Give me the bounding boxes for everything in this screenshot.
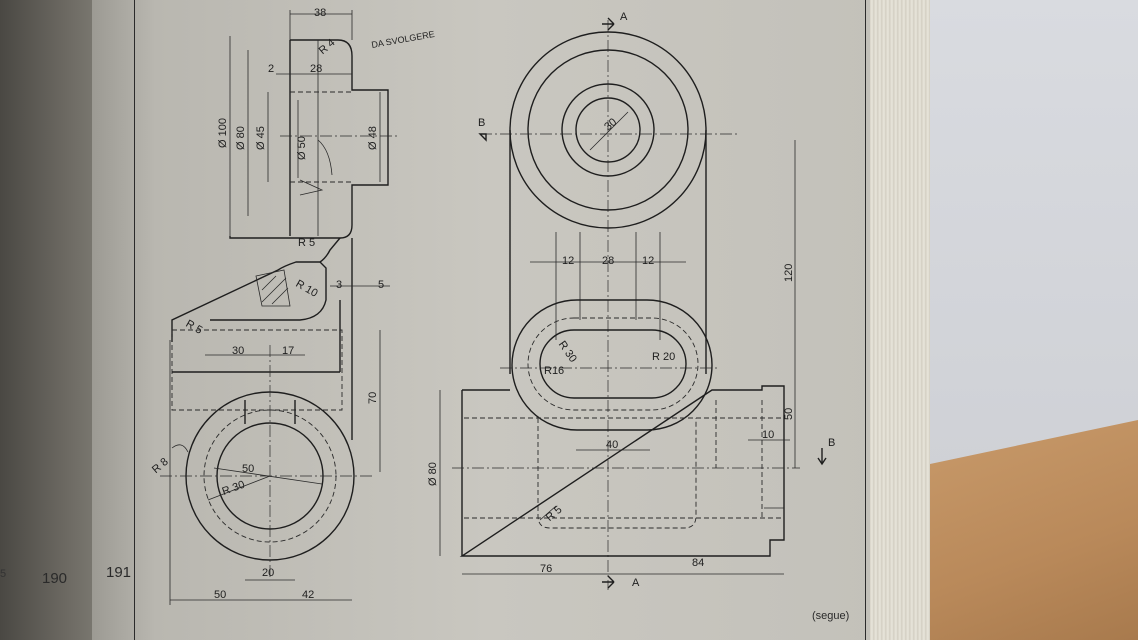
dim-20: 20	[262, 567, 274, 579]
section-mark-b-left: B	[478, 117, 485, 129]
dim-d30: 30	[602, 116, 619, 133]
base-outline	[459, 385, 785, 557]
base-hidden-pocket	[537, 418, 697, 529]
dim-120: 120	[783, 264, 795, 282]
dim-d100: Ø 100	[217, 118, 229, 148]
background-wall	[930, 0, 1138, 470]
dim-50-base: 50	[783, 408, 795, 420]
arm-inner	[210, 261, 327, 321]
dim-r50: 50	[242, 463, 254, 475]
section-mark-b-right: B	[828, 437, 835, 449]
dim-12-right: 12	[642, 255, 654, 267]
hidden-slot	[171, 329, 343, 411]
front-view: 30 12 28 12 120 R 30 R16 R 20 40 10 50 Ø…	[427, 11, 835, 590]
left-page	[0, 0, 100, 640]
arm-outline	[171, 237, 341, 342]
dim-r30-slot: R 30	[556, 339, 579, 365]
flange-outline	[229, 39, 389, 239]
dim-17: 17	[282, 345, 294, 357]
dim-84: 84	[692, 557, 704, 569]
dim-r16: R16	[544, 365, 564, 377]
dim-76: 76	[540, 563, 552, 575]
handwritten-note: DA SVOLGERE	[371, 29, 436, 50]
right-page-number: 191	[106, 564, 132, 581]
r5-leader	[539, 505, 557, 521]
dim-r30: R 30	[221, 479, 247, 498]
dim-d80-base: Ø 80	[427, 462, 439, 486]
dim-28-neck: 28	[602, 255, 614, 267]
left-page-number: 190	[42, 570, 68, 587]
chamfer-curve	[317, 139, 333, 176]
section-mark-a-top: A	[620, 11, 628, 23]
dim-r5-upper: R 5	[298, 237, 315, 249]
side-view: 38 R 4 2 28 Ø 100 Ø 80 Ø 45 Ø 50 Ø 48 R …	[150, 7, 435, 605]
dim-50: 50	[214, 589, 226, 601]
bore-hatching	[299, 179, 324, 196]
dim-30: 30	[232, 345, 244, 357]
dim-42: 42	[302, 589, 314, 601]
slot-hidden	[527, 317, 699, 411]
dim-r5-base: R 5	[544, 504, 565, 524]
dim-5: 5	[378, 279, 384, 291]
dim-d50: Ø 50	[296, 136, 308, 160]
slot-boss	[511, 299, 713, 431]
r50-leader	[213, 467, 323, 485]
dim-r20: R 20	[652, 351, 675, 363]
dim-d45: Ø 45	[255, 126, 267, 150]
r30-leader	[207, 475, 271, 501]
dim-d80: Ø 80	[235, 126, 247, 150]
dim-r8: R 8	[150, 456, 171, 476]
section-hatch	[255, 269, 291, 307]
dim-d48: Ø 48	[367, 126, 379, 150]
d30-leader	[589, 111, 629, 151]
dim-10: 10	[762, 429, 774, 441]
dim-12-left: 12	[562, 255, 574, 267]
continuation-note: (segue)	[812, 610, 850, 622]
dim-r5-lower: R 5	[184, 318, 205, 337]
dim-38: 38	[314, 7, 326, 19]
section-mark-a-bottom: A	[632, 577, 640, 589]
dim-3: 3	[336, 279, 342, 291]
r8-fillet	[171, 444, 189, 453]
dim-40: 40	[606, 439, 618, 451]
slot-opening	[539, 329, 687, 399]
edge-page-fragment: 5	[0, 568, 7, 580]
dim-2: 2	[268, 63, 274, 75]
dim-28: 28	[310, 63, 322, 75]
dim-r10: R 10	[294, 278, 320, 300]
dim-70: 70	[367, 392, 379, 404]
